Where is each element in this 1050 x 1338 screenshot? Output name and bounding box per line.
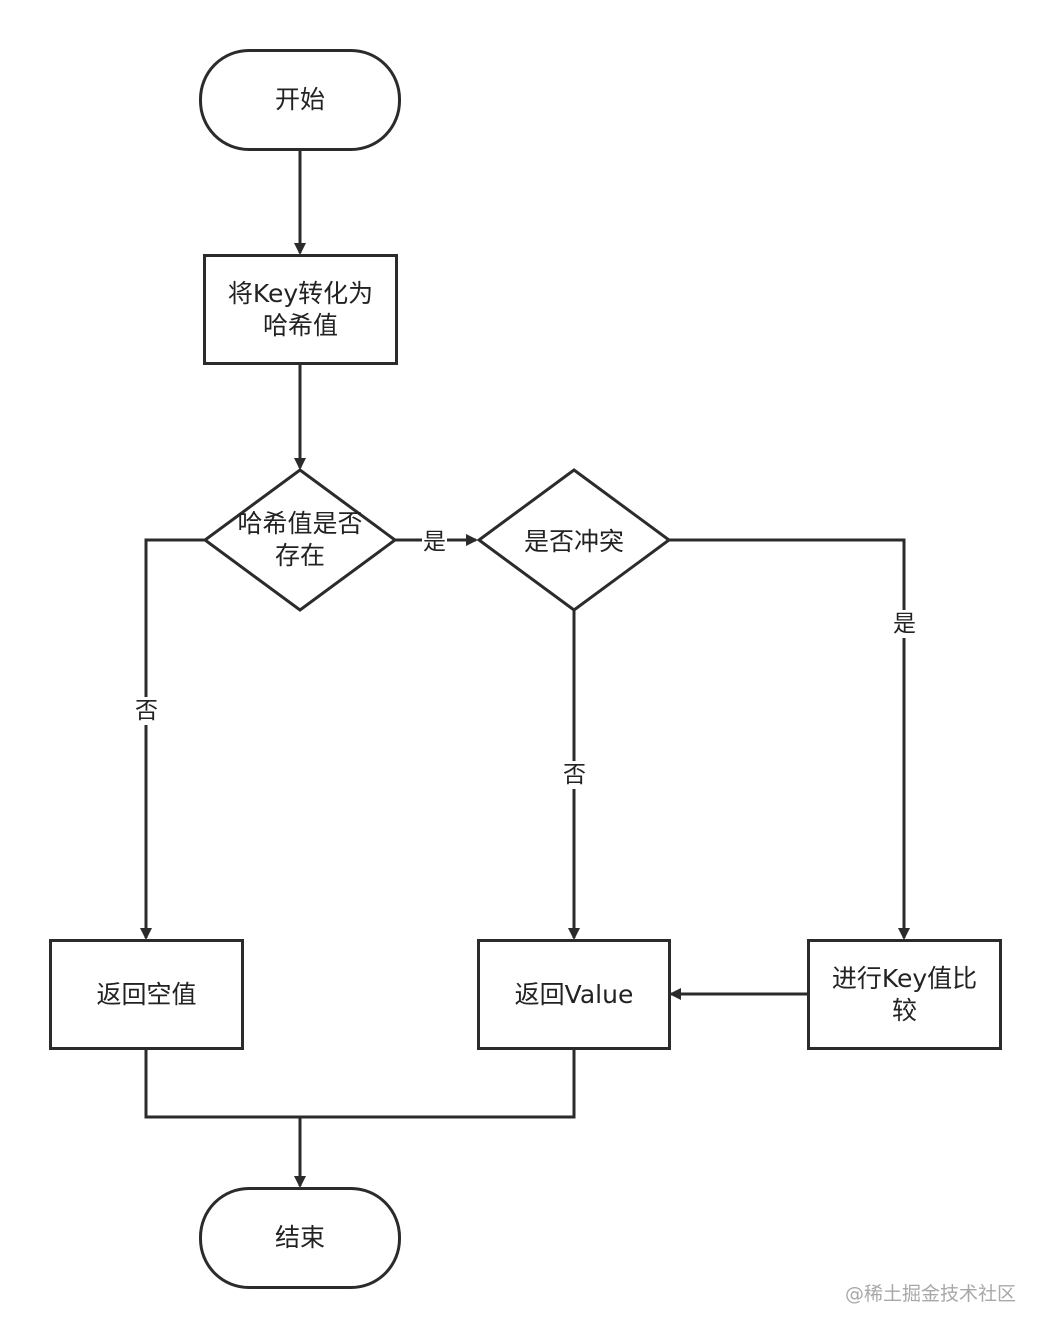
decision-conflict-shape [476, 468, 672, 612]
edge-label-exists-no: 否 [134, 697, 159, 725]
return-null-node: 返回空值 [49, 939, 244, 1050]
edge-return-null-to-merge [144, 1049, 576, 1119]
watermark-text: @稀土掘金技术社区 [844, 1283, 1016, 1305]
return-value-node: 返回Value [477, 939, 671, 1050]
end-node: 结束 [199, 1187, 401, 1289]
start-node: 开始 [199, 49, 401, 151]
decision-exists-shape [202, 468, 398, 612]
edge-label-conflict-no: 否 [562, 761, 587, 789]
return-value-label: 返回Value [514, 979, 634, 1009]
compare-key-node: 进行Key值比 较 [807, 939, 1002, 1050]
conflict-label: 是否冲突 [523, 527, 624, 556]
hash-exists-label: 哈希值是否 存在 [237, 509, 363, 570]
end-label: 结束 [274, 1223, 325, 1252]
edge-conflict-to-compare [669, 538, 910, 940]
compare-key-label: 进行Key值比 较 [831, 963, 978, 1025]
return-null-label: 返回空值 [96, 979, 197, 1009]
start-label: 开始 [274, 85, 325, 114]
edge-label-exists-yes: 是 [422, 528, 447, 556]
hash-exists-decision: 哈希值是否 存在 [225, 505, 375, 575]
convert-hash-node: 将Key转化为 哈希值 [203, 254, 398, 365]
edge-label-conflict-yes: 是 [892, 610, 917, 638]
conflict-decision: 是否冲突 [499, 525, 649, 559]
convert-hash-label: 将Key转化为 哈希值 [227, 278, 374, 340]
edge-exists-to-return-null [140, 538, 205, 940]
